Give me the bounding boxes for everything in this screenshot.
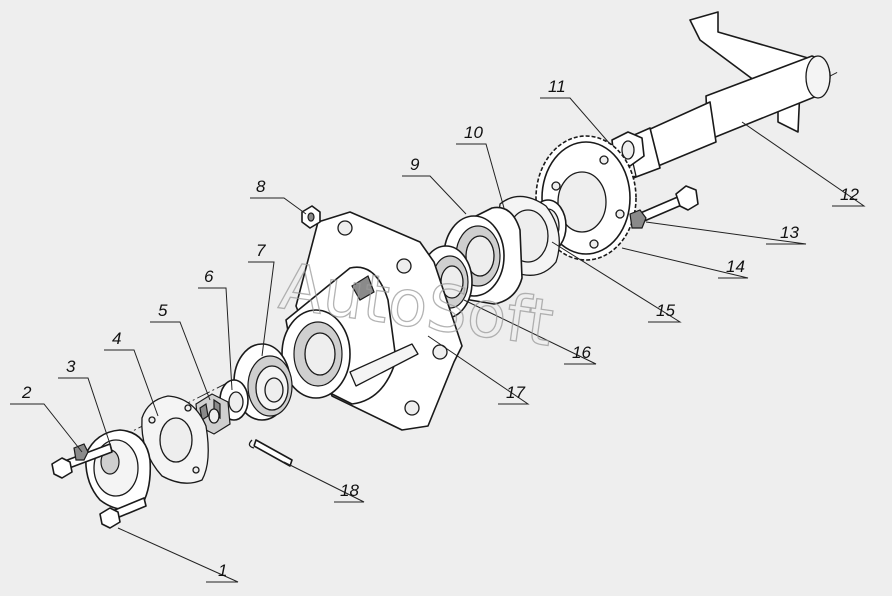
part-1-bolt bbox=[99, 497, 147, 529]
callout-7: 7 bbox=[256, 241, 266, 260]
part-18-cotter-pin bbox=[248, 439, 293, 467]
callout-5: 5 bbox=[158, 301, 168, 320]
part-4-gasket bbox=[141, 395, 209, 484]
callout-13: 13 bbox=[780, 223, 799, 242]
callout-9: 9 bbox=[410, 155, 420, 174]
callout-8: 8 bbox=[256, 177, 266, 196]
callout-17: 17 bbox=[506, 383, 525, 402]
callout-4: 4 bbox=[112, 329, 121, 348]
callout-14: 14 bbox=[726, 257, 745, 276]
part-13-bolt bbox=[629, 185, 699, 229]
callout-18: 18 bbox=[340, 481, 359, 500]
part-2-bolt bbox=[51, 443, 113, 479]
part-8-grease-fitting bbox=[301, 205, 321, 229]
callout-6: 6 bbox=[204, 267, 214, 286]
callout-11: 11 bbox=[548, 77, 566, 96]
callout-15: 15 bbox=[656, 301, 675, 320]
callout-10: 10 bbox=[464, 123, 483, 142]
part-17-flange-housing bbox=[281, 211, 463, 431]
callout-12: 12 bbox=[840, 185, 859, 204]
callout-labels: 1 2 3 4 5 6 7 8 9 10 11 12 13 14 15 16 1… bbox=[21, 77, 859, 580]
callout-2: 2 bbox=[21, 383, 32, 402]
part-3-end-cover bbox=[84, 429, 152, 511]
callout-1: 1 bbox=[218, 561, 227, 580]
callout-3: 3 bbox=[66, 357, 76, 376]
part-7-bearing bbox=[233, 343, 293, 421]
callout-16: 16 bbox=[572, 343, 591, 362]
leader-lines bbox=[10, 97, 866, 583]
